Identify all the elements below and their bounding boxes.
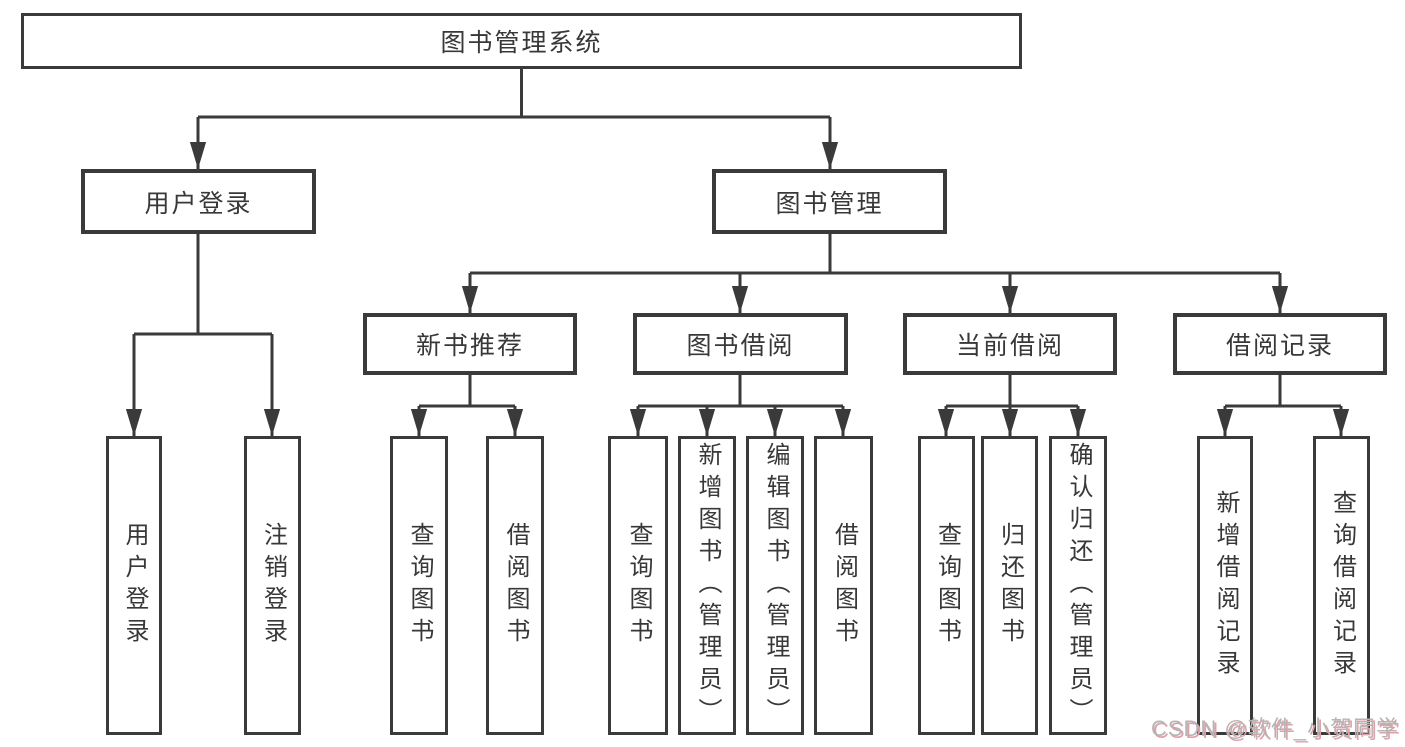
- connector-new-book-split: [419, 375, 515, 408]
- leaf-label: 查询图书: [406, 521, 433, 650]
- node-borrow-records: 借阅记录: [1173, 313, 1387, 375]
- connector-book-management-split: [470, 234, 1280, 275]
- leaf-label: 新增借阅记录: [1212, 489, 1239, 682]
- connector-root-split: [198, 69, 830, 119]
- node-book-borrow: 图书借阅: [633, 313, 848, 375]
- node-book-management: 图书管理: [712, 169, 947, 234]
- connector-current-borrow-split: [946, 375, 1078, 408]
- node-label: 图书管理: [775, 189, 884, 218]
- leaf-label: 归还图书: [996, 521, 1024, 650]
- connector-borrow-records-split: [1225, 375, 1341, 408]
- leaf-label: 编辑图书（管理员）: [762, 441, 789, 730]
- leaf-add-books-admin: 新增图书（管理员）: [678, 436, 736, 735]
- leaf-label: 借阅图书: [502, 521, 529, 650]
- leaf-borrow-books-recommend: 借阅图书: [486, 436, 544, 735]
- leaf-logout: 注销登录: [244, 436, 301, 735]
- node-label: 借阅记录: [1225, 332, 1334, 360]
- csdn-watermark: CSDN @软件_小贺同学: [1150, 716, 1399, 741]
- connector-user-login-split: [134, 234, 272, 336]
- leaf-borrow-books: 借阅图书: [814, 436, 873, 735]
- leaf-label: 确认归还（管理员）: [1065, 441, 1092, 730]
- leaf-add-borrow-record: 新增借阅记录: [1197, 436, 1253, 735]
- leaf-label: 借阅图书: [830, 521, 858, 650]
- leaf-query-books-borrow: 查询图书: [608, 436, 668, 735]
- node-label: 当前借阅: [955, 332, 1064, 360]
- node-new-book-recommend: 新书推荐: [363, 313, 577, 375]
- node-label: 用户登录: [144, 189, 253, 218]
- leaf-label: 用户登录: [121, 521, 148, 650]
- leaf-edit-books-admin: 编辑图书（管理员）: [746, 436, 804, 735]
- leaf-return-books: 归还图书: [981, 436, 1038, 735]
- leaf-query-borrow-record: 查询借阅记录: [1313, 436, 1370, 735]
- node-label: 图书管理系统: [440, 29, 603, 57]
- leaf-query-books-recommend: 查询图书: [390, 436, 448, 735]
- leaf-label: 查询借阅记录: [1328, 489, 1356, 682]
- leaf-confirm-return-admin: 确认归还（管理员）: [1049, 436, 1107, 735]
- leaf-label: 查询图书: [625, 521, 652, 650]
- node-user-login: 用户登录: [81, 169, 316, 234]
- node-label: 图书借阅: [686, 332, 795, 360]
- leaf-label: 注销登录: [259, 521, 287, 650]
- leaf-label: 新增图书（管理员）: [694, 441, 721, 730]
- node-library-system: 图书管理系统: [21, 13, 1022, 69]
- leaf-label: 查询图书: [933, 521, 961, 650]
- leaf-user-login: 用户登录: [106, 436, 162, 735]
- node-current-borrow: 当前借阅: [903, 313, 1117, 375]
- leaf-query-books-current: 查询图书: [918, 436, 975, 735]
- node-label: 新书推荐: [415, 332, 524, 360]
- connector-book-borrow-split: [638, 375, 843, 408]
